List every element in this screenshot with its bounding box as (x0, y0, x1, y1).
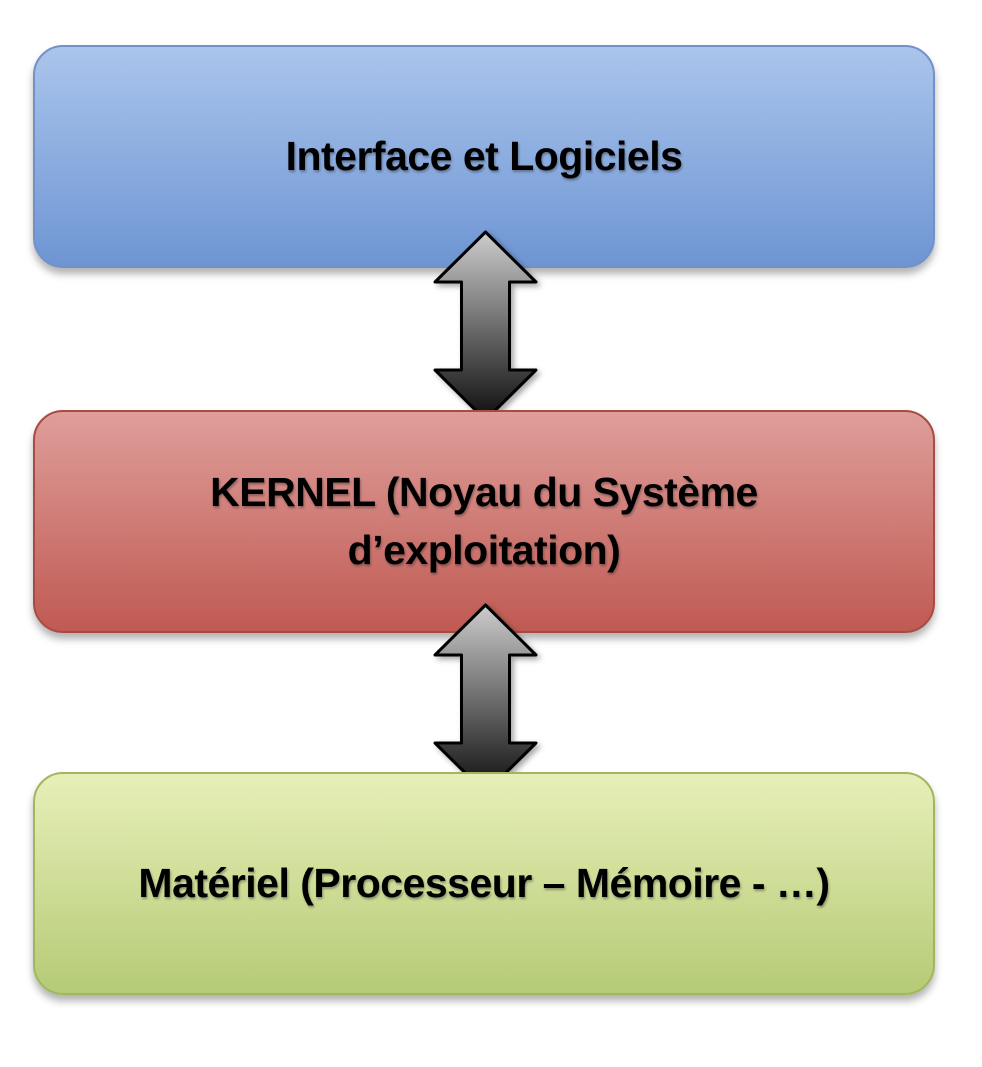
layer-box-materiel-label: Matériel (Processeur – Mémoire - …) (138, 859, 830, 906)
layer-box-kernel: KERNEL (Noyau du Système d’exploitation) (33, 410, 935, 633)
layer-box-interface: Interface et Logiciels (33, 45, 935, 268)
layer-box-kernel-label: KERNEL (Noyau du Système d’exploitation) (210, 469, 758, 573)
double-arrow-icon (433, 603, 538, 795)
double-arrow-icon (433, 230, 538, 422)
layer-box-interface-label: Interface et Logiciels (285, 132, 683, 179)
layer-box-materiel: Matériel (Processeur – Mémoire - …) (33, 772, 935, 995)
